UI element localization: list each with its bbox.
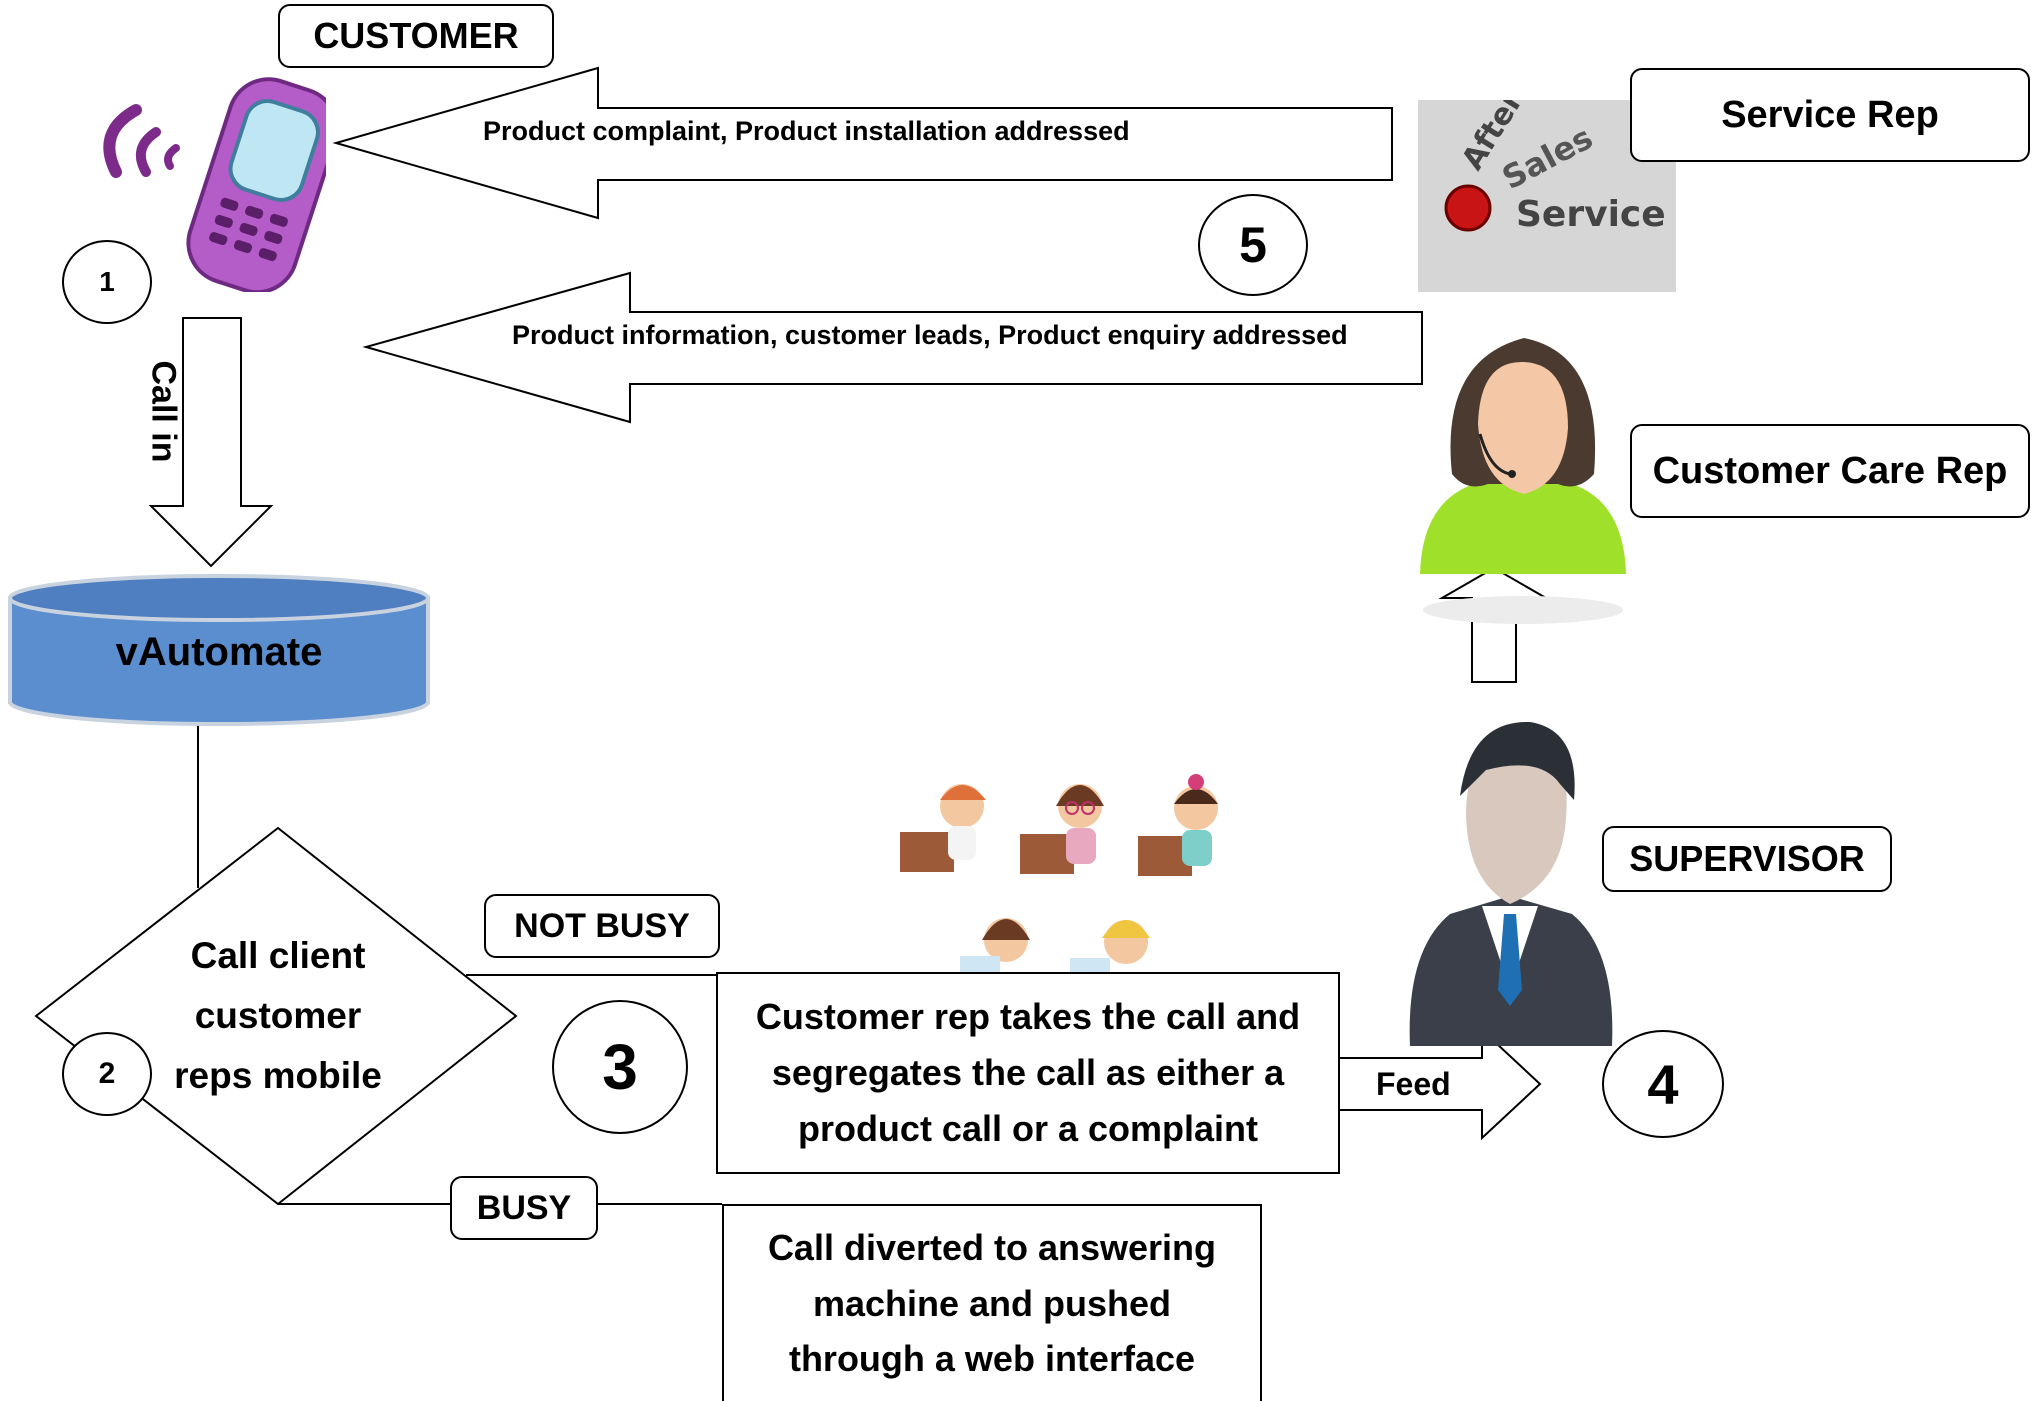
arrow-call-in [148,317,274,568]
feed-label: Feed [1376,1066,1451,1102]
step-5-number: 5 [1239,217,1267,273]
decision-line-1: Call client [190,935,366,976]
arrow-information-text: Product information, customer leads, Pro… [512,320,1348,350]
busy-label: BUSY [450,1176,598,1240]
arrow-complaint-text: Product complaint, Product installation … [483,116,1130,146]
call-in-text: Call in [144,360,183,463]
supervisor-label-text: SUPERVISOR [1629,838,1865,879]
customer-care-rep-label: Customer Care Rep [1630,424,2030,518]
busy-line-1: Call diverted to answering [767,1226,1217,1268]
phone-icon [66,52,340,295]
not-busy-label: NOT BUSY [484,894,720,958]
not-busy-description: Customer rep takes the call and segregat… [756,989,1300,1156]
agent-5 [1070,920,1150,974]
agent-1 [900,784,986,872]
step-4-circle: 4 [1602,1030,1724,1138]
busy-line-2: machine and pushed [812,1282,1172,1324]
supervisor-man-icon [1390,700,1630,1046]
step-1-circle: 1 [62,240,152,324]
busy-description-box: Call diverted to answering machine and p… [722,1204,1262,1401]
step-3-number: 3 [602,1031,638,1103]
not-busy-line-2: segregates the call as either a [771,1052,1285,1094]
step-2-circle: 2 [62,1032,152,1116]
agent-4 [960,918,1030,974]
not-busy-line-1: Customer rep takes the call and [755,996,1301,1038]
busy-label-text: BUSY [476,1188,572,1227]
not-busy-description-box: Customer rep takes the call and segregat… [716,972,1340,1174]
customer-care-woman-icon [1418,324,1628,624]
service-rep-label-text: Service Rep [1721,93,1939,136]
step-1-number: 1 [99,266,115,297]
arrow-information [362,271,1423,424]
supervisor-label: SUPERVISOR [1602,826,1892,892]
customer-label-text: CUSTOMER [313,15,519,56]
agent-3 [1138,774,1218,876]
vautomate-label: vAutomate [115,630,323,674]
step-4-number: 4 [1647,1052,1679,1116]
busy-line-3: through a web interface [788,1338,1196,1380]
customer-label: CUSTOMER [278,4,554,68]
step-2-number: 2 [98,1057,116,1090]
vautomate-database: vAutomate [8,570,430,730]
decision-line-2: customer [194,995,362,1036]
decision-text: Call client customer reps mobile [148,926,408,1106]
step-3-circle: 3 [552,1000,688,1134]
customer-care-rep-label-text: Customer Care Rep [1652,449,2008,492]
not-busy-line-3: product call or a complaint [797,1107,1259,1149]
step-5-circle: 5 [1198,194,1308,296]
decision-line-3: reps mobile [174,1055,382,1096]
agents-group-icon [890,770,1240,974]
service-rep-label: Service Rep [1630,68,2030,162]
arrow-complaint [332,66,1393,220]
badge-service-text: Service [1516,194,1666,235]
not-busy-label-text: NOT BUSY [514,906,690,945]
busy-description: Call diverted to answering machine and p… [768,1220,1216,1387]
arrow-feed [1313,1027,1542,1141]
agent-2 [1020,784,1104,874]
